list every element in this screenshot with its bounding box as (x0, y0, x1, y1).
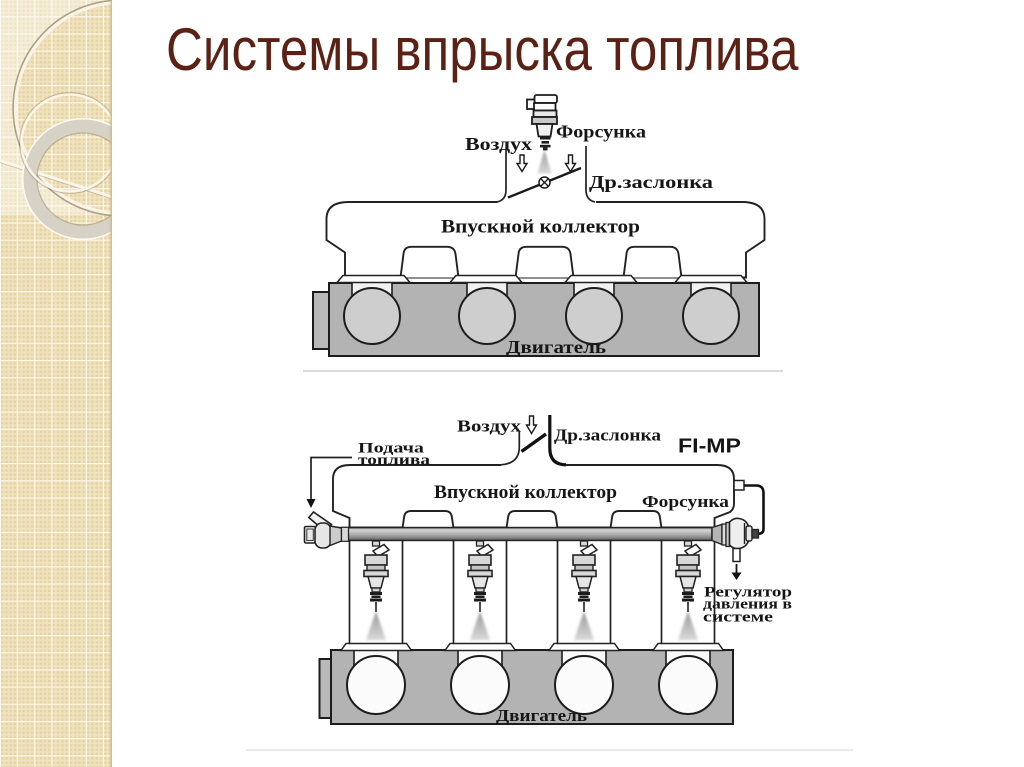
svg-text:Двигатель: Двигатель (506, 337, 606, 357)
svg-text:Впускной коллектор: Впускной коллектор (441, 217, 640, 238)
svg-text:Др.заслонка: Др.заслонка (589, 172, 713, 192)
svg-text:Форсунка: Форсунка (642, 492, 730, 511)
svg-text:Форсунка: Форсунка (556, 122, 646, 142)
svg-text:Воздух: Воздух (457, 417, 522, 436)
svg-text:Впускной коллектор: Впускной коллектор (434, 483, 617, 503)
svg-text:Воздух: Воздух (465, 134, 532, 154)
svg-text:Подача: Подача (358, 441, 425, 457)
svg-text:давления в: давления в (703, 597, 792, 613)
svg-text:FI-MP: FI-MP (678, 436, 741, 458)
svg-text:Двигатель: Двигатель (496, 706, 587, 725)
svg-text:топлива: топлива (358, 453, 431, 469)
svg-text:системе: системе (703, 610, 773, 626)
svg-text:Регулятор: Регулятор (704, 585, 792, 601)
svg-text:Др.заслонка: Др.заслонка (554, 426, 662, 445)
